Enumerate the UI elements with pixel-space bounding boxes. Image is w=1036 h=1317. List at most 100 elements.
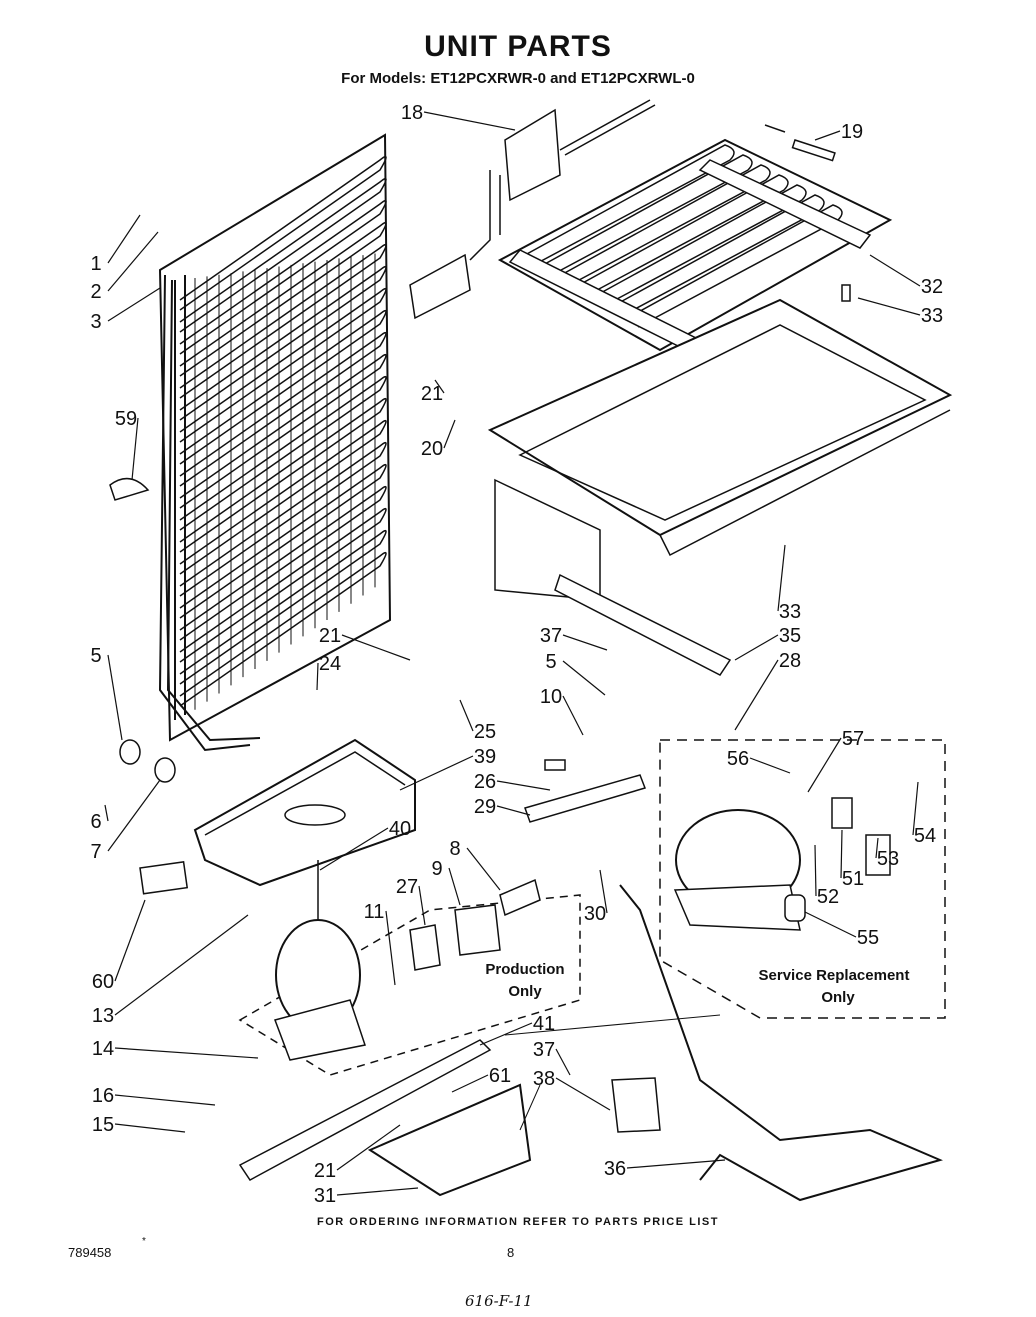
coil-tube xyxy=(179,375,387,531)
callout-leader-21 xyxy=(434,379,445,394)
defrost-bracket xyxy=(409,99,656,320)
ordering-footer: FOR ORDERING INFORMATION REFER TO PARTS … xyxy=(317,1216,719,1228)
coil-tube xyxy=(179,441,387,597)
callout-leader-14 xyxy=(114,1047,259,1059)
overload-27 xyxy=(409,924,441,971)
callout-label-19: 19 xyxy=(841,121,863,143)
callout-leader-41 xyxy=(479,1022,533,1046)
bracket-8 xyxy=(499,878,541,917)
callout-leader-60 xyxy=(114,899,146,982)
callout-leader-57 xyxy=(807,737,842,793)
condenser-coil xyxy=(158,133,392,752)
handwritten-note: 616-F-11 xyxy=(465,1292,533,1310)
part-60 xyxy=(139,861,189,895)
coil-tube xyxy=(179,177,387,333)
callout-leader-37 xyxy=(555,1048,571,1076)
relay-9 xyxy=(454,904,501,956)
callout-leader-13 xyxy=(114,914,249,1016)
callout-leader-51 xyxy=(840,829,843,879)
callout-label-61: 61 xyxy=(489,1065,511,1087)
callout-leader-7 xyxy=(107,779,161,852)
callout-leader-2 xyxy=(107,231,159,292)
callout-label-32: 32 xyxy=(921,276,943,298)
coil-tube xyxy=(179,221,387,377)
callout-leader-59 xyxy=(131,417,139,481)
asterisk-mark: * xyxy=(142,1236,146,1247)
callout-leader-31 xyxy=(336,1187,419,1196)
callout-leader-25 xyxy=(459,699,474,732)
callout-leader-28 xyxy=(734,659,779,731)
part-38 xyxy=(611,1077,661,1133)
callout-leader-5 xyxy=(562,660,606,696)
coil-tube xyxy=(179,463,387,619)
callout-label-3: 3 xyxy=(90,311,101,333)
callout-label-27: 27 xyxy=(396,876,418,898)
callout-leader-52 xyxy=(814,844,817,897)
part-26 xyxy=(544,759,566,771)
callout-label-1: 1 xyxy=(90,253,101,275)
callout-leader-9 xyxy=(448,867,461,906)
part-19 xyxy=(764,124,836,162)
compressor-service xyxy=(673,809,806,931)
rail-35 xyxy=(554,573,732,676)
callout-leader-27 xyxy=(418,885,426,926)
liner-tray xyxy=(487,298,953,601)
coil-tube xyxy=(179,551,387,707)
service-box xyxy=(659,739,946,1019)
callout-leader-19 xyxy=(814,130,841,141)
callout-leader-11 xyxy=(385,910,396,986)
callout-label-10: 10 xyxy=(540,686,562,708)
callout-label-18: 18 xyxy=(401,102,423,124)
callout-label-5: 5 xyxy=(90,645,101,667)
callout-leader-38 xyxy=(555,1077,611,1111)
callout-label-28: 28 xyxy=(779,650,801,672)
production-note-line2: Only xyxy=(508,983,542,1000)
callout-label-16: 16 xyxy=(92,1085,114,1107)
model-subtitle: For Models: ET12PCXRWR-0 and ET12PCXRWL-… xyxy=(341,70,695,87)
coil-tube xyxy=(179,243,387,399)
overload-51 xyxy=(831,797,853,829)
callout-leader-8 xyxy=(466,847,501,891)
base-plate xyxy=(238,1039,532,1197)
part-29 xyxy=(524,774,646,823)
callout-label-29: 29 xyxy=(474,796,496,818)
coil-tube xyxy=(179,309,387,465)
evaporator-tube xyxy=(560,164,771,288)
callout-label-14: 14 xyxy=(92,1038,114,1060)
callout-leader-39 xyxy=(399,755,474,791)
callout-leader-3 xyxy=(107,287,161,322)
callout-leader-35 xyxy=(734,634,779,661)
callout-label-39: 39 xyxy=(474,746,496,768)
callout-label-26: 26 xyxy=(474,771,496,793)
coil-tube xyxy=(179,199,387,355)
callout-label-35: 35 xyxy=(779,625,801,647)
callout-label-36: 36 xyxy=(604,1158,626,1180)
callout-label-55: 55 xyxy=(857,927,879,949)
callout-label-9: 9 xyxy=(431,858,442,880)
coil-tube xyxy=(179,287,387,443)
evaporator xyxy=(497,138,893,353)
callout-label-33: 33 xyxy=(921,305,943,327)
document-number: 789458 xyxy=(68,1245,112,1260)
callout-leader-55 xyxy=(804,911,857,938)
callout-leader-6 xyxy=(104,804,109,822)
callout-label-54: 54 xyxy=(914,825,936,847)
coil-tube xyxy=(179,419,387,575)
coil-tube xyxy=(179,485,387,641)
coil-tube xyxy=(179,397,387,553)
callout-leader-37 xyxy=(562,634,608,651)
callout-leader-24 xyxy=(316,662,319,691)
callout-leader-53 xyxy=(875,837,879,859)
drain-pan xyxy=(193,738,416,887)
callout-leader-5 xyxy=(107,654,123,741)
callout-label-30: 30 xyxy=(584,903,606,925)
callout-label-53: 53 xyxy=(877,848,899,870)
service-note-line1: Service Replacement xyxy=(759,967,910,984)
callout-label-24: 24 xyxy=(319,653,341,675)
callout-leader-61 xyxy=(451,1074,489,1093)
callout-leader-21 xyxy=(341,634,411,661)
coil-tube xyxy=(179,155,387,311)
callout-label-60: 60 xyxy=(92,971,114,993)
part-59 xyxy=(109,477,150,501)
